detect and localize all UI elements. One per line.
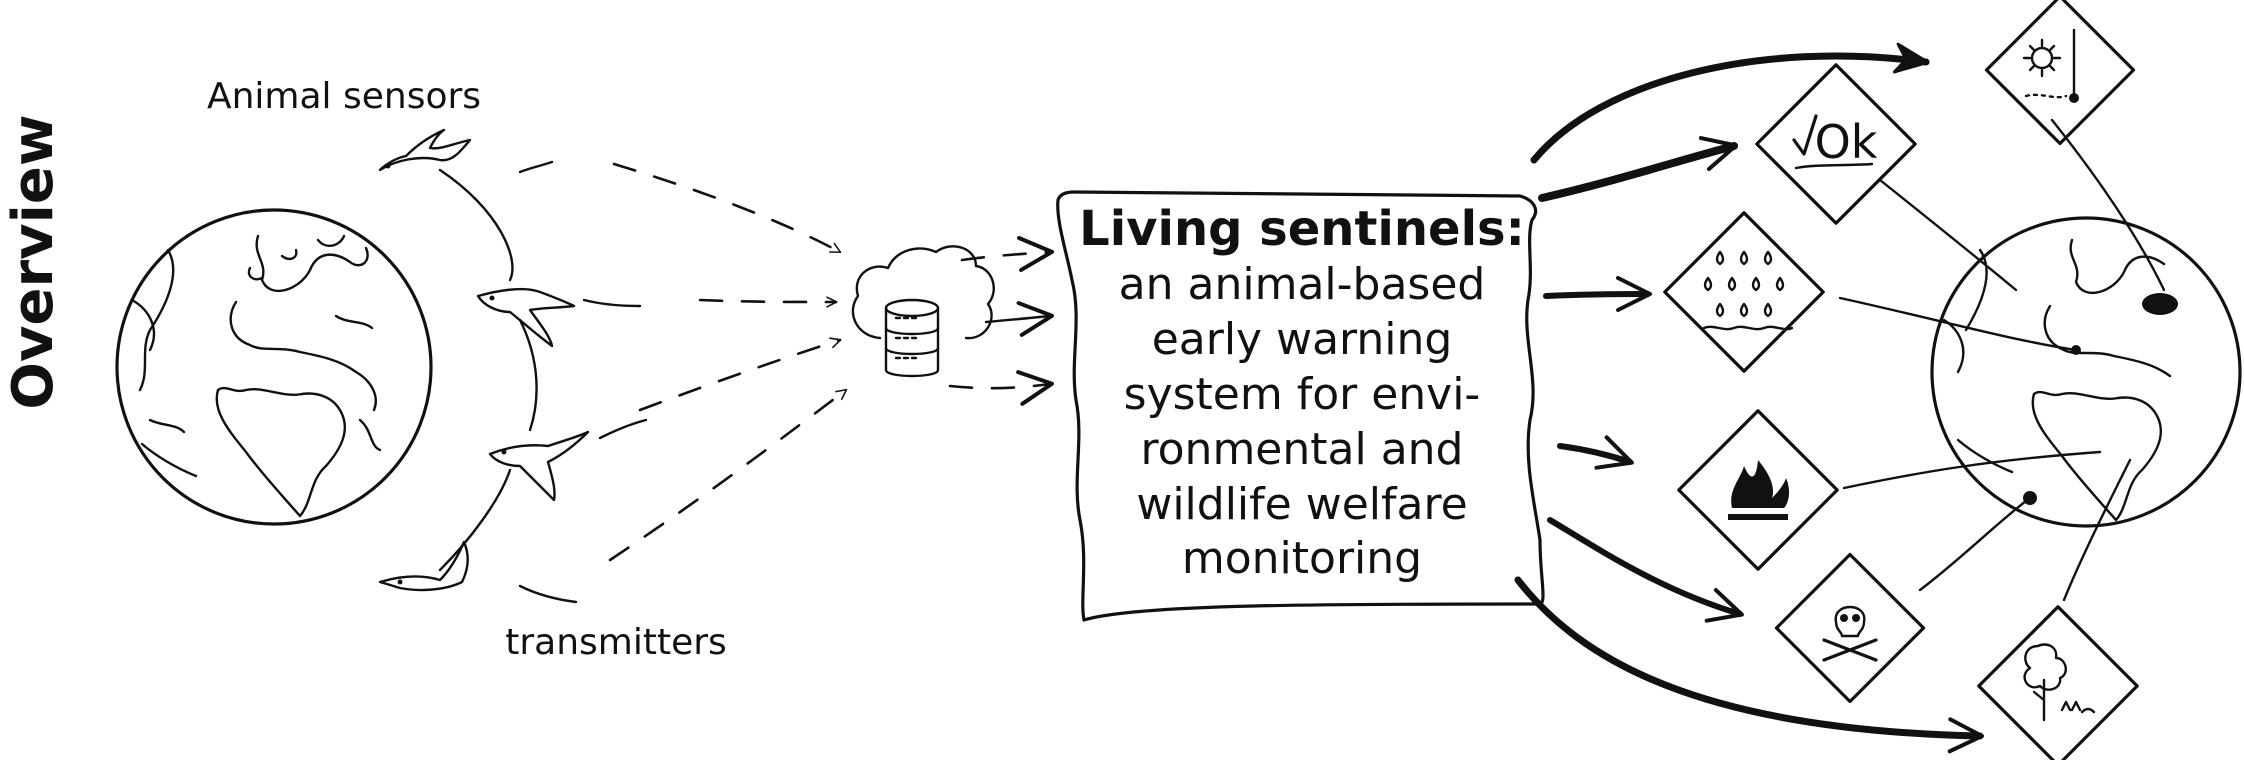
fire-icon (1677, 409, 1839, 571)
ok-badge-text: Ok (1815, 115, 1878, 169)
living-sentinels-box: Living sentinels: an animal-based early … (1056, 190, 1545, 622)
rain-drops-icon (1663, 211, 1825, 373)
bird-sensor-icon (378, 128, 554, 174)
box-line-1: an animal-based (1119, 259, 1486, 310)
bird-sensor-icon-3 (488, 418, 648, 502)
side-title: Overview (1, 114, 66, 409)
cloud-database-icon (851, 245, 995, 378)
bird-sensor-icon-4 (378, 540, 578, 604)
transmitters-label: transmitters (505, 622, 727, 663)
weather-temperature-icon (1984, 0, 2136, 146)
box-line-4: ronmental and (1141, 424, 1464, 475)
right-globe-icon (1930, 216, 2242, 528)
bird-path-arc (438, 168, 538, 572)
icon-to-globe-lines (1838, 118, 2166, 602)
box-line-5: wildlife welfare (1136, 479, 1467, 530)
box-title: Living sentinels: (1079, 201, 1525, 257)
output-arrows (1514, 42, 1984, 754)
box-line-2: early warning (1152, 314, 1453, 365)
tree-wildlife-icon (1977, 605, 2139, 760)
box-line-3: system for envi- (1124, 369, 1481, 420)
ok-check-icon: Ok (1755, 63, 1917, 225)
skull-crossbones-icon (1774, 552, 1926, 704)
bird-sensor-icon-2 (476, 287, 642, 348)
left-globe-icon (115, 208, 433, 526)
box-line-6: monitoring (1182, 533, 1422, 584)
animal-sensors-label: Animal sensors (207, 76, 481, 117)
dashed-data-arrows (608, 162, 848, 562)
cloud-to-box-arrows (948, 236, 1054, 406)
